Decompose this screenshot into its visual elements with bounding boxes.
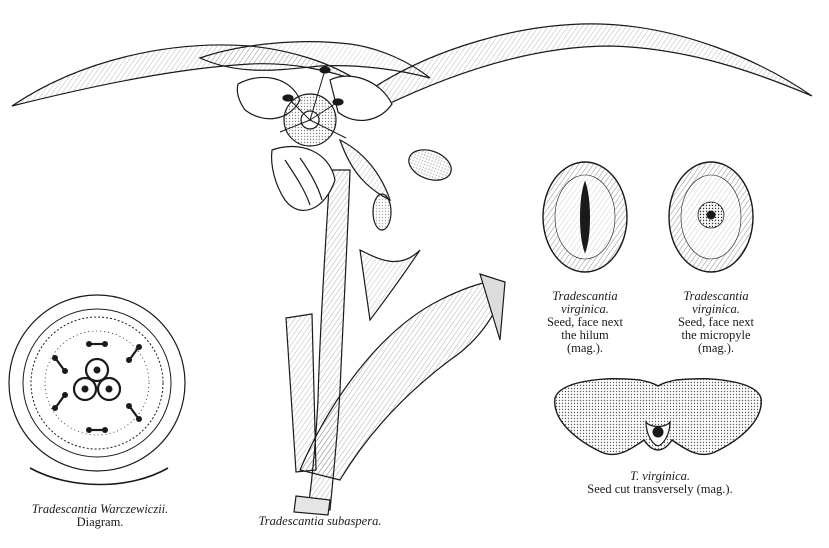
caption-diagram-species: Tradescantia Warczewiczii. [31,502,169,516]
caption-seed-micropyle-line2: the micropyle [681,328,751,342]
caption-seed-hilum-line1: Seed, face next [546,315,623,329]
caption-diagram: Tradescantia Warczewiczii. Diagram. [2,503,198,529]
caption-seed-micropyle-line3: (mag.). [697,341,735,355]
seed-hilum [542,161,628,273]
caption-seed-hilum-line2: the hilum [561,328,609,342]
seed-section [554,378,762,456]
caption-seed-hilum: Tradescantia virginica. Seed, face next … [530,290,640,355]
caption-seed-micropyle: Tradescantia virginica. Seed, face next … [656,290,776,355]
caption-plant: Tradescantia subaspera. [230,515,410,528]
caption-seed-micropyle-line1: Seed, face next [677,315,754,329]
caption-seed-hilum-species: Tradescantia [552,289,618,303]
caption-seed-micropyle-species: Tradescantia [683,289,749,303]
caption-seed-section-species: T. virginica. [629,469,691,483]
floral-diagram [8,294,186,486]
caption-seed-section: T. virginica. Seed cut transversely (mag… [560,470,760,496]
caption-seed-hilum-line3: (mag.). [566,341,604,355]
caption-plant-species: Tradescantia subaspera. [258,514,382,528]
seed-micropyle [668,161,754,273]
caption-seed-hilum-species2: virginica. [561,302,609,316]
caption-seed-micropyle-species2: virginica. [692,302,740,316]
plant-illustration [11,23,813,516]
caption-seed-section-line1: Seed cut transversely (mag.). [587,482,733,496]
caption-diagram-note: Diagram. [76,515,124,529]
